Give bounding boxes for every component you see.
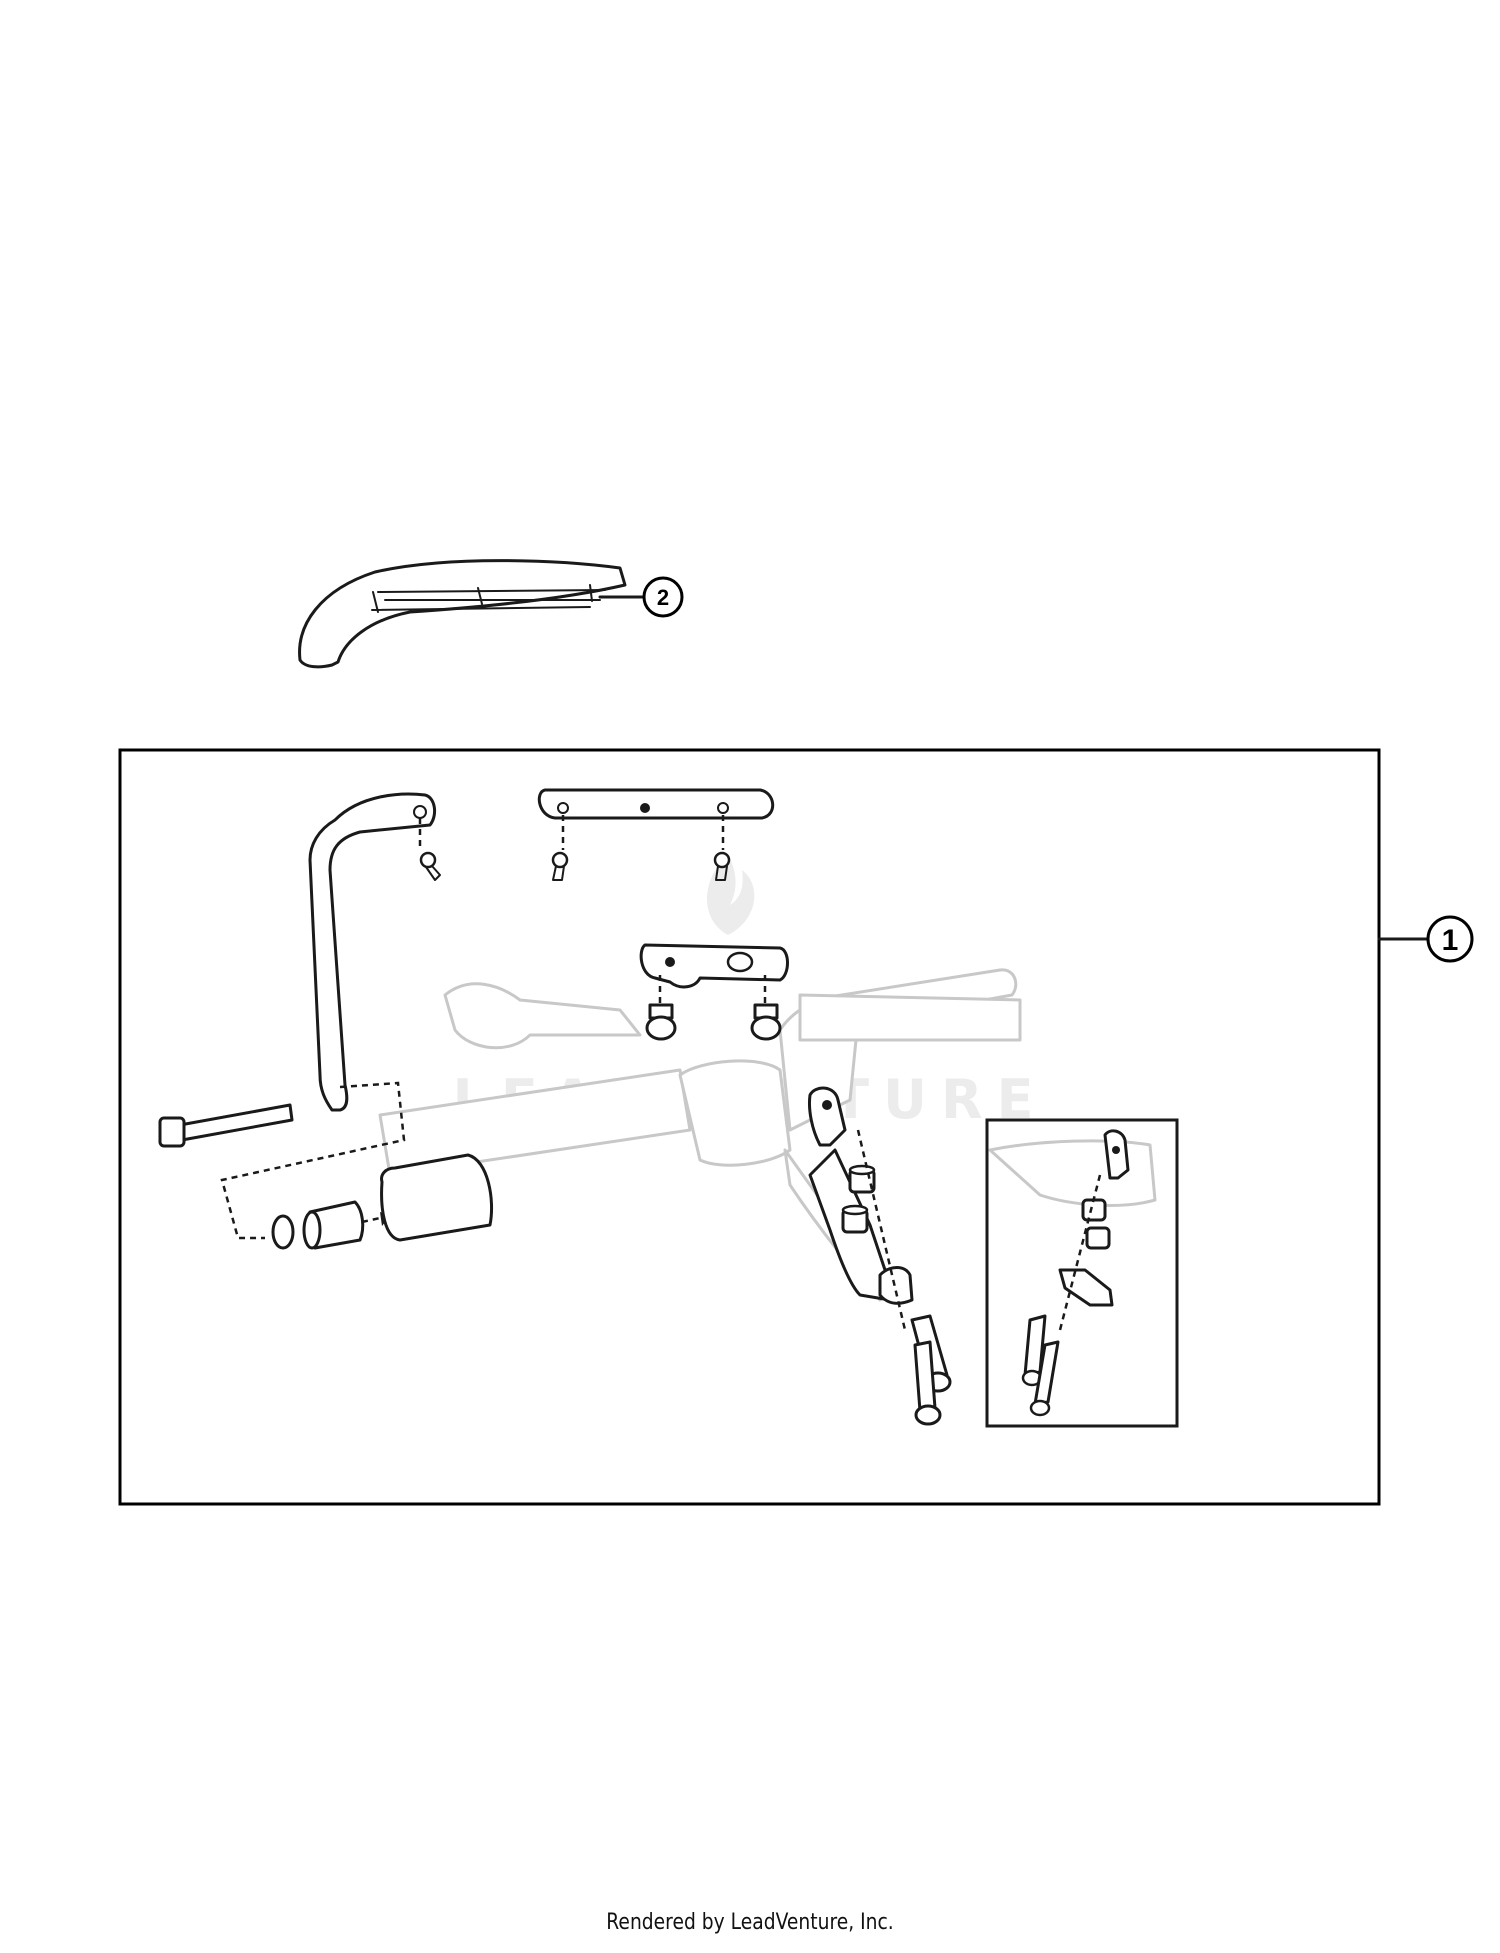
- washer: [271, 1214, 295, 1250]
- footer-credit: Rendered by LeadVenture, Inc.: [606, 1910, 894, 1935]
- screw-small-3: [713, 815, 731, 881]
- lever-bracket: [639, 943, 789, 1005]
- screw-small-2: [551, 815, 569, 881]
- hand-guard-bar: [308, 792, 437, 1112]
- callout-2-label: 2: [657, 585, 669, 610]
- handlebar-grip: [380, 1153, 494, 1242]
- flame-watermark-icon: [707, 855, 755, 935]
- mount-dashed-path: [220, 1081, 406, 1240]
- spacer-2: [841, 1204, 869, 1234]
- long-bolt-2: [913, 1340, 942, 1426]
- screw-small-1: [418, 818, 441, 881]
- callout-1-label: 1: [1442, 924, 1459, 957]
- inset-detail-drawing: [988, 1129, 1157, 1417]
- spacer-sleeve: [302, 1200, 365, 1250]
- callout-1: 1: [1426, 915, 1474, 963]
- callout-2: 2: [642, 576, 684, 618]
- bracket-bolt-1: [645, 1003, 677, 1041]
- top-plate: [537, 788, 775, 820]
- hand-guard-shell: [298, 559, 627, 669]
- hand-guard-bolt: [158, 1103, 294, 1148]
- bolt-guide-line: [856, 1129, 907, 1331]
- bracket-bolt-2: [750, 1003, 782, 1041]
- ghost-handlebar: [378, 968, 1022, 1302]
- kit-frame: [118, 748, 1381, 1506]
